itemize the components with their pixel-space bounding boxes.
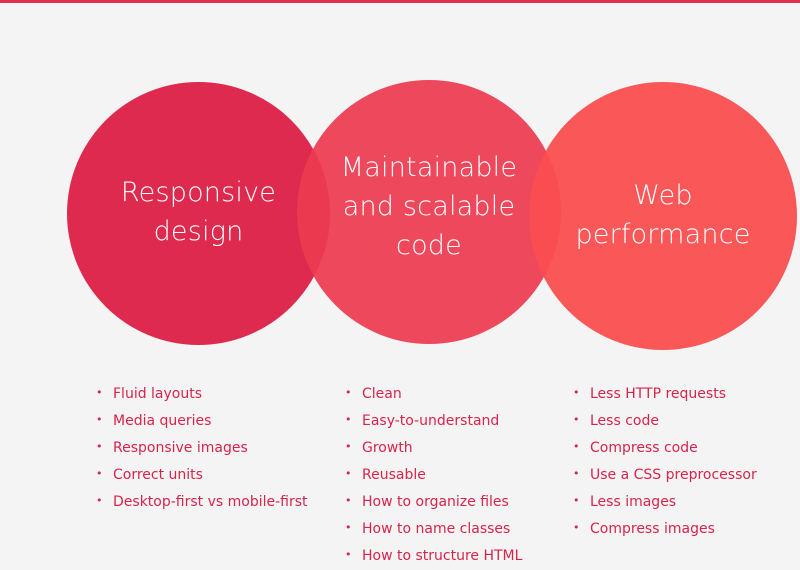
list-item: Less images xyxy=(573,491,757,519)
list-item: Less HTTP requests xyxy=(573,383,757,411)
list-item: Desktop-first vs mobile-first xyxy=(96,491,308,519)
maintainable-code-list: Clean Easy-to-understand Growth Reusable… xyxy=(345,383,522,570)
circle-label: Web performance xyxy=(575,176,750,254)
list-item: Responsive images xyxy=(96,437,308,465)
list-item: Compress code xyxy=(573,437,757,465)
list-item: Correct units xyxy=(96,464,308,492)
list-item: How to name classes xyxy=(345,518,522,546)
circle-maintainable-code: Maintainable and scalable code xyxy=(297,80,561,344)
circle-label-line: code xyxy=(396,229,462,261)
list-item: How to organize files xyxy=(345,491,522,519)
circle-label-line: Web xyxy=(633,179,693,211)
list-item: Fluid layouts xyxy=(96,383,308,411)
list-item: Compress images xyxy=(573,518,757,546)
circle-responsive-design: Responsive design xyxy=(67,82,330,345)
circle-label: Responsive design xyxy=(121,173,276,251)
list-item: Easy-to-understand xyxy=(345,410,522,438)
circle-web-performance: Web performance xyxy=(529,82,797,350)
list-item: How to structure HTML xyxy=(345,545,522,570)
circle-label-line: Maintainable xyxy=(340,151,518,183)
list-item: Growth xyxy=(345,437,522,465)
circle-label-line: design xyxy=(153,215,244,247)
list-item: Clean xyxy=(345,383,522,411)
web-performance-list: Less HTTP requests Less code Compress co… xyxy=(573,383,757,546)
responsive-design-list: Fluid layouts Media queries Responsive i… xyxy=(96,383,308,519)
circle-label-line: and scalable xyxy=(342,190,516,222)
circle-label: Maintainable and scalable code xyxy=(341,148,517,265)
circle-label-line: performance xyxy=(575,218,751,250)
list-item: Less code xyxy=(573,410,757,438)
list-item: Use a CSS preprocessor xyxy=(573,464,757,492)
top-accent-bar xyxy=(0,0,800,3)
list-item: Reusable xyxy=(345,464,522,492)
list-item: Media queries xyxy=(96,410,308,438)
circle-label-line: Responsive xyxy=(120,176,277,208)
